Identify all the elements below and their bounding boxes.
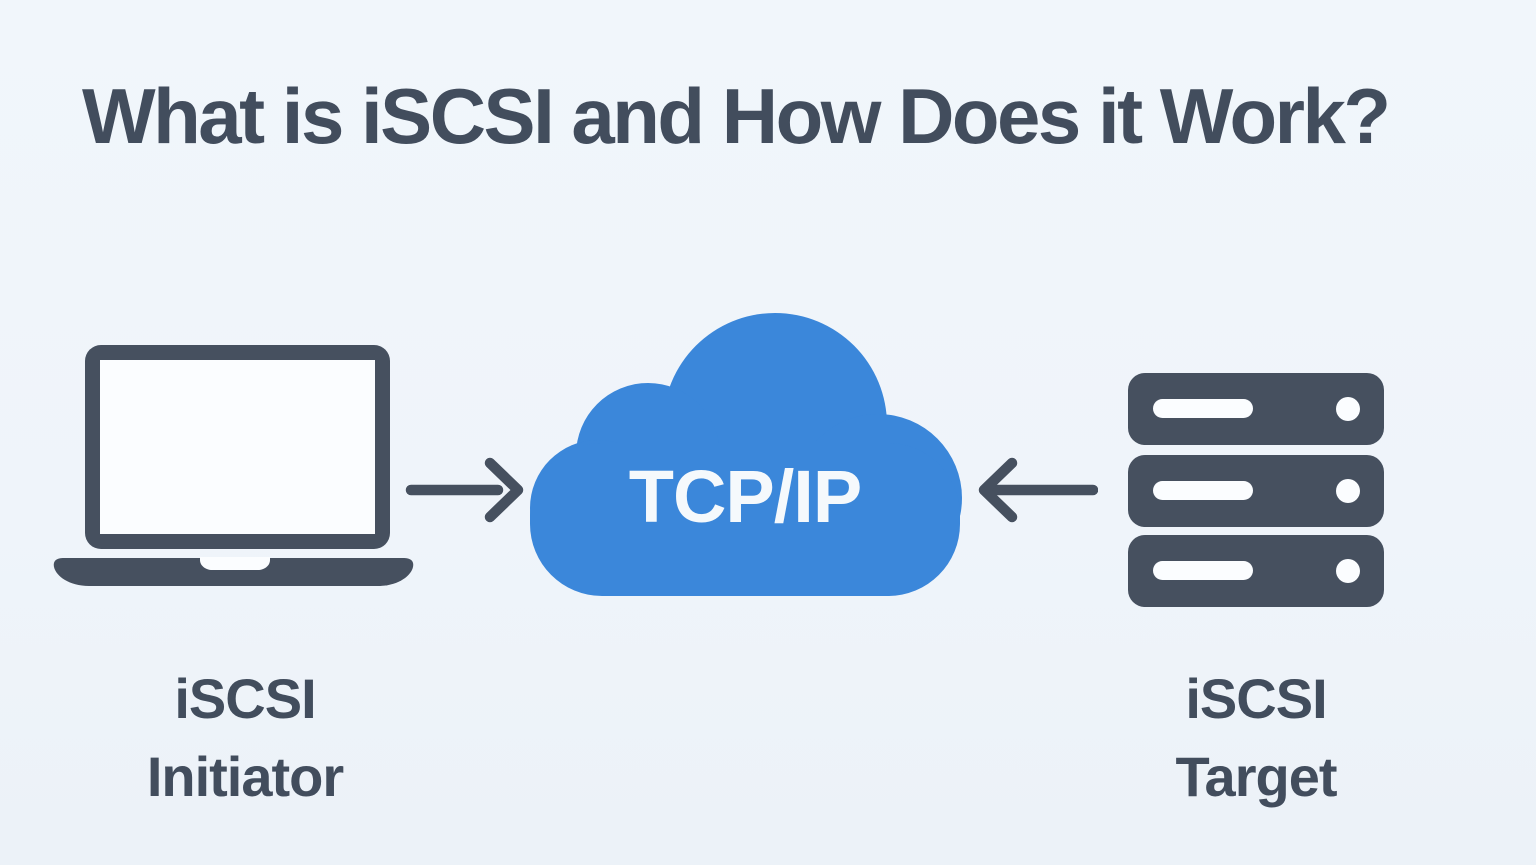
initiator-label-line2: Initiator: [146, 745, 344, 808]
network-node: TCP/IP: [528, 308, 962, 598]
cloud-icon: [530, 313, 962, 596]
arrow-initiator-to-network-icon: [404, 450, 524, 530]
target-label: iSCSI Target: [1106, 660, 1406, 816]
initiator-label: iSCSI Initiator: [95, 660, 395, 816]
server-icon: [1128, 373, 1384, 607]
initiator-node: [50, 343, 420, 605]
initiator-label-line1: iSCSI: [174, 667, 316, 730]
target-node: [1128, 372, 1384, 608]
target-label-line1: iSCSI: [1185, 667, 1327, 730]
page-title: What is iSCSI and How Does it Work?: [82, 72, 1391, 160]
network-label: TCP/IP: [628, 455, 862, 538]
arrow-target-to-network-icon: [978, 450, 1098, 530]
target-label-line2: Target: [1175, 745, 1338, 808]
laptop-icon: [53, 345, 414, 586]
